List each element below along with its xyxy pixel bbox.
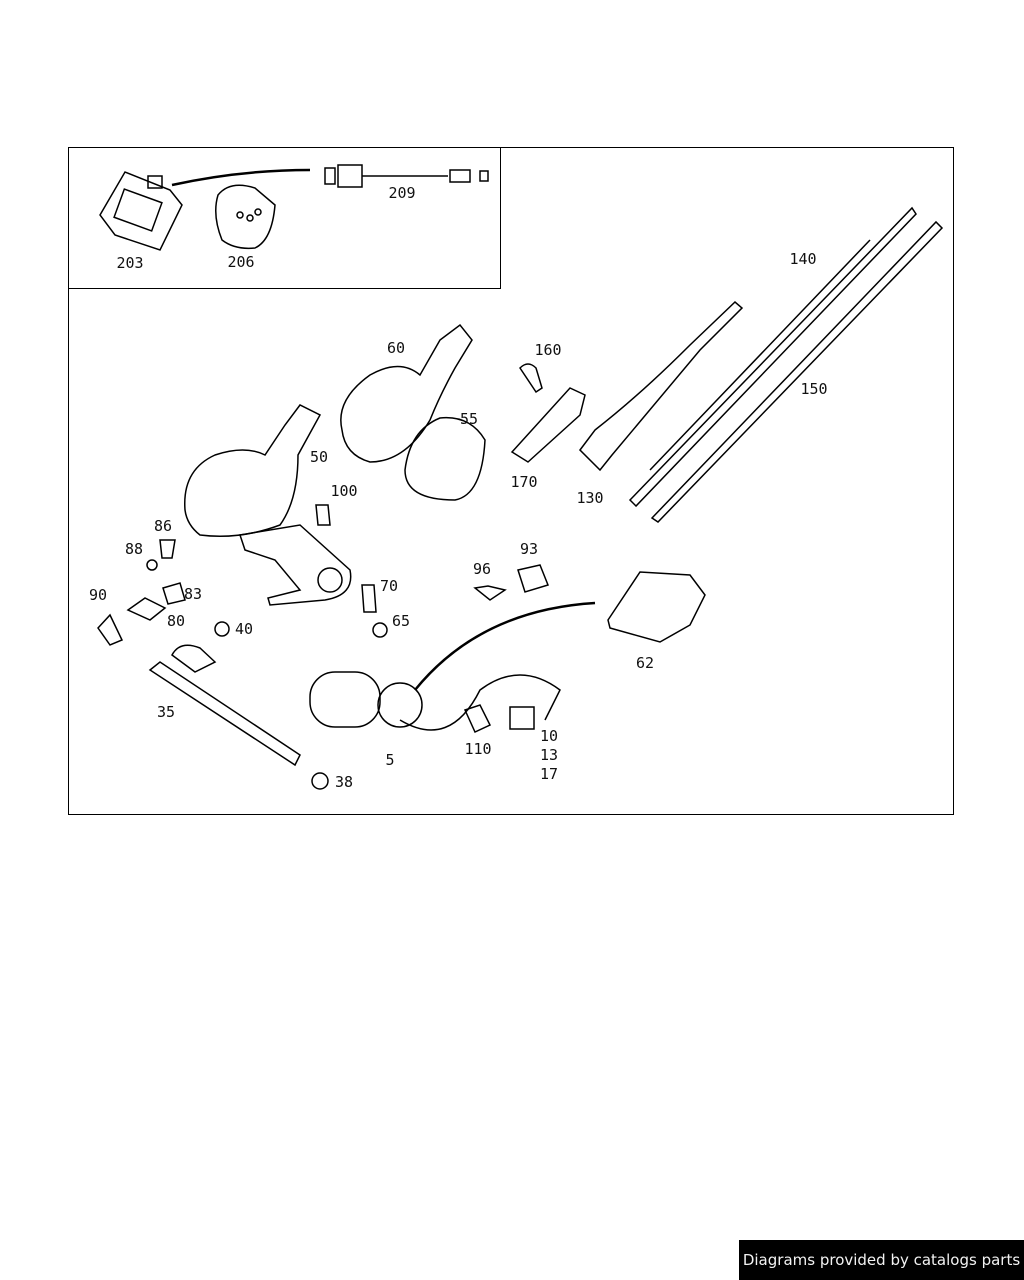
callout-label[interactable]: 170 — [510, 473, 538, 491]
callout-label[interactable]: 203 — [116, 254, 144, 272]
callout-label[interactable]: 140 — [789, 250, 817, 268]
callout-label[interactable]: 70 — [379, 577, 399, 595]
part-93-bracket[interactable] — [517, 564, 549, 593]
part-65-nut[interactable] — [372, 622, 388, 638]
part-170-arm-cover[interactable] — [510, 387, 586, 463]
callout-label[interactable]: 110 — [464, 740, 492, 758]
part-35-linkage-rod[interactable] — [148, 644, 301, 767]
part-96-bolt[interactable] — [473, 585, 507, 601]
diagram-frame — [68, 147, 954, 815]
callout-label[interactable]: 62 — [635, 654, 655, 672]
part-38-nut[interactable] — [311, 772, 329, 790]
callout-label[interactable]: 17 — [539, 765, 559, 783]
callout-label[interactable]: 10 — [539, 727, 559, 745]
connector-inset-frame — [68, 147, 501, 289]
callout-label[interactable]: 5 — [385, 751, 395, 769]
callout-label[interactable]: 90 — [88, 586, 108, 604]
callout-label[interactable]: 65 — [391, 612, 411, 630]
part-206-terminal-insert[interactable] — [215, 184, 276, 250]
part-203-connector-housing[interactable] — [99, 171, 183, 251]
part-100-bolt[interactable] — [315, 504, 331, 526]
part-209-wiring-harness[interactable] — [171, 164, 489, 188]
part-70-stud[interactable] — [361, 584, 377, 613]
callout-label[interactable]: 96 — [472, 560, 492, 578]
part-60-cover-cap[interactable] — [340, 323, 473, 463]
callout-label[interactable]: 13 — [539, 746, 559, 764]
part-83-bushing[interactable] — [162, 582, 186, 605]
callout-label[interactable]: 160 — [534, 341, 562, 359]
callout-label[interactable]: 88 — [124, 540, 144, 558]
part-80-clip[interactable] — [126, 597, 167, 621]
part-10-connector[interactable] — [509, 706, 535, 730]
callout-label[interactable]: 60 — [386, 339, 406, 357]
part-160-screw[interactable] — [519, 363, 543, 394]
part-86-bolt[interactable] — [159, 539, 176, 559]
part-50-cover[interactable] — [184, 404, 322, 537]
part-40-nut[interactable] — [214, 621, 230, 637]
callout-label[interactable]: 86 — [153, 517, 173, 535]
callout-label[interactable]: 93 — [519, 540, 539, 558]
callout-label[interactable]: 35 — [156, 703, 176, 721]
callout-label[interactable]: 130 — [576, 489, 604, 507]
callout-label[interactable]: 83 — [183, 585, 203, 603]
callout-label[interactable]: 80 — [166, 612, 186, 630]
part-linkage-bracket[interactable] — [239, 524, 352, 606]
part-150-blade-insert[interactable] — [650, 220, 944, 523]
callout-label[interactable]: 206 — [227, 253, 255, 271]
part-110-grommet[interactable] — [463, 704, 492, 733]
callout-label[interactable]: 40 — [234, 620, 254, 638]
callout-label[interactable]: 209 — [388, 184, 416, 202]
callout-label[interactable]: 150 — [800, 380, 828, 398]
credit-banner: Diagrams provided by catalogs parts — [739, 1240, 1024, 1280]
part-62-cover[interactable] — [607, 571, 706, 643]
callout-label[interactable]: 55 — [459, 410, 479, 428]
part-55-seal[interactable] — [404, 416, 486, 501]
part-5-wiper-motor[interactable] — [309, 601, 596, 731]
part-88-washer[interactable] — [146, 559, 158, 571]
part-90-clip[interactable] — [97, 613, 124, 646]
callout-label[interactable]: 50 — [309, 448, 329, 466]
callout-label[interactable]: 38 — [334, 773, 354, 791]
part-140-wiper-blade[interactable] — [628, 206, 917, 508]
part-130-wiper-arm[interactable] — [579, 300, 744, 472]
callout-label[interactable]: 100 — [330, 482, 358, 500]
